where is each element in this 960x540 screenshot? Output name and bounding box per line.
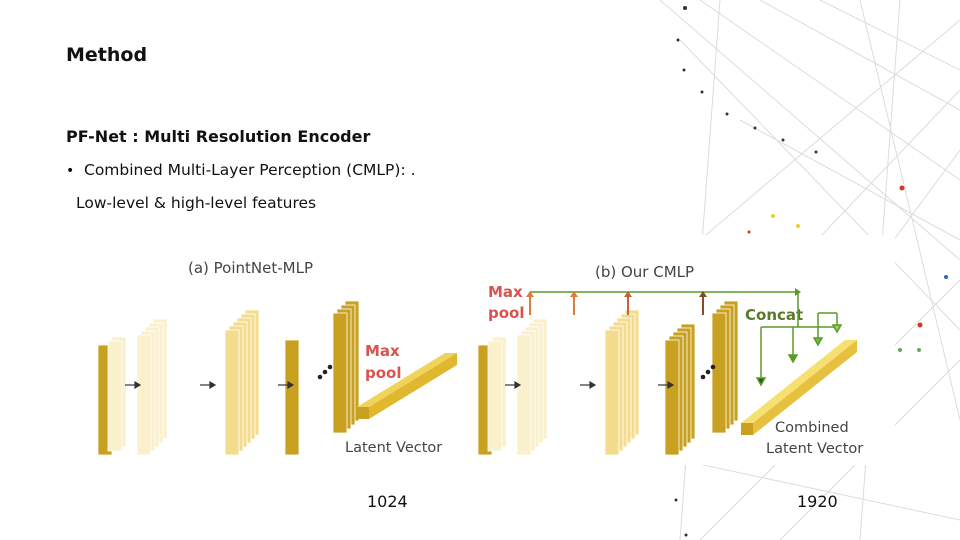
bullet-item: •Combined Multi-Layer Perception (CMLP):… [66,161,416,179]
page-title: Method [66,44,147,66]
panel-b-combined-label-1: Combined [775,420,849,436]
panel-a-maxpool-label-1: Max [365,342,400,360]
mlp-layer-2-sheet [137,335,151,455]
mlp-layer-3-sheet [225,330,239,455]
panel-b-maxpool-label-2: pool [488,304,525,322]
panel-b-concat-label: Concat [745,306,803,324]
mlp-layer-4-sheet [285,340,299,455]
cmlp-layer-3-sheet [605,330,619,455]
bullet-continuation: Low-level & high-level features [76,194,316,212]
panel-a-latent-vector-label: Latent Vector [345,440,442,456]
section-subtitle: PF-Net : Multi Resolution Encoder [66,127,370,146]
cmlp-layer-4-sheet [665,340,679,455]
cmlp-latent-dimension: 1920 [797,492,838,511]
pointnet-latent-dimension: 1024 [367,492,408,511]
panel-b-combined-label-2: Latent Vector [766,441,863,457]
mlp-layer-5-sheet [333,313,347,433]
cmlp-architecture-figure: (a) PointNet-MLP Max pool Latent Vector [85,235,895,465]
panel-b-title: (b) Our CMLP [595,263,694,281]
cmlp-layer-2-sheet [517,335,531,455]
panel-a-title: (a) PointNet-MLP [188,259,313,277]
panel-a-maxpool-label-2: pool [365,364,402,382]
bullet-text: Combined Multi-Layer Perception (CMLP): … [84,161,416,179]
cmlp-layer-5-sheet [712,313,726,433]
panel-b-maxpool-label-1: Max [488,283,523,301]
cmlp-layer-1-sheet [488,341,502,451]
mlp-layer-1-sheet [108,341,122,451]
bullet-marker: • [66,163,84,179]
